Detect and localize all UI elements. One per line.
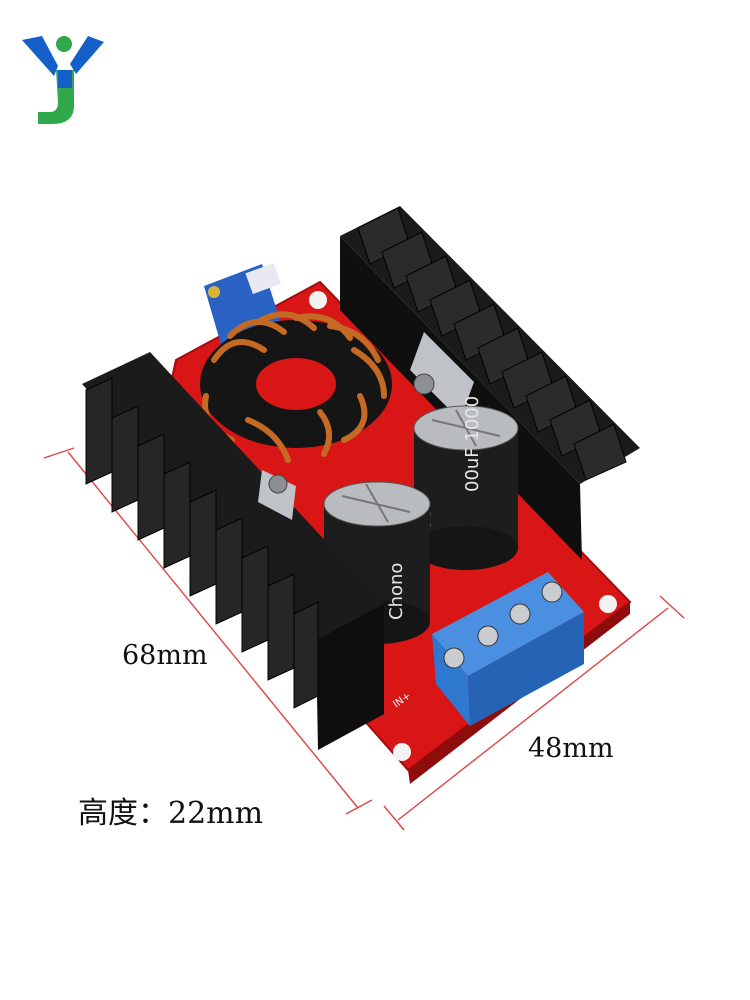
terminal-screw [509,603,531,625]
toroidal-inductor [200,311,392,463]
right-heatsink [340,206,640,560]
mounting-hole [309,291,327,309]
length-dimension-line [43,447,373,815]
mounting-hole [599,595,617,613]
brand-logo [22,36,104,124]
mounting-hole [393,743,411,761]
width-label: 48mm [528,733,614,764]
terminal-screw [477,625,499,647]
terminal-screw [541,581,563,603]
screw-terminal-block [432,572,584,726]
height-label: 高度：22mm [78,796,264,831]
left-heatsink [82,352,384,750]
capacitor-right: 00uF 1000 35 [413,396,519,570]
capacitor-left-marking: Chono [386,563,407,620]
length-label: 68mm [122,640,208,671]
capacitor-right-marking: 00uF 1000 [462,396,483,492]
width-dimension-line [383,595,685,831]
terminal-screw [443,647,465,669]
